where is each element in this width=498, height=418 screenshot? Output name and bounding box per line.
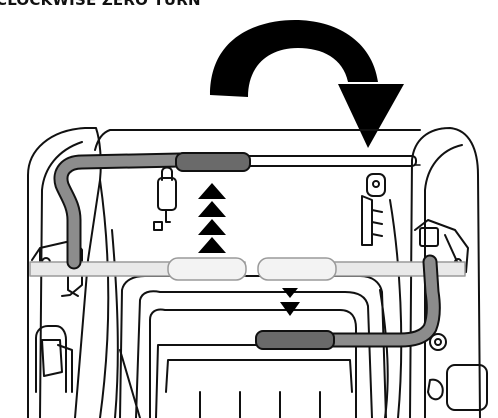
neutral-position-lever-ghost <box>29 257 466 281</box>
clockwise-rotation-arrow-icon <box>210 20 404 148</box>
right-steering-lever-reverse <box>255 254 441 350</box>
seat-frame <box>119 275 387 418</box>
right-center-clip <box>361 173 386 246</box>
forward-triangle-arrows-icon <box>198 183 226 253</box>
left-control-pod <box>35 325 73 393</box>
reverse-triangle-arrows-icon <box>280 288 300 316</box>
upper-rail <box>94 129 421 167</box>
diagram-title: CLOCKWISE ZERO TURN <box>0 0 201 9</box>
left-center-clip <box>153 166 177 231</box>
left-steering-lever-forward <box>53 152 251 270</box>
